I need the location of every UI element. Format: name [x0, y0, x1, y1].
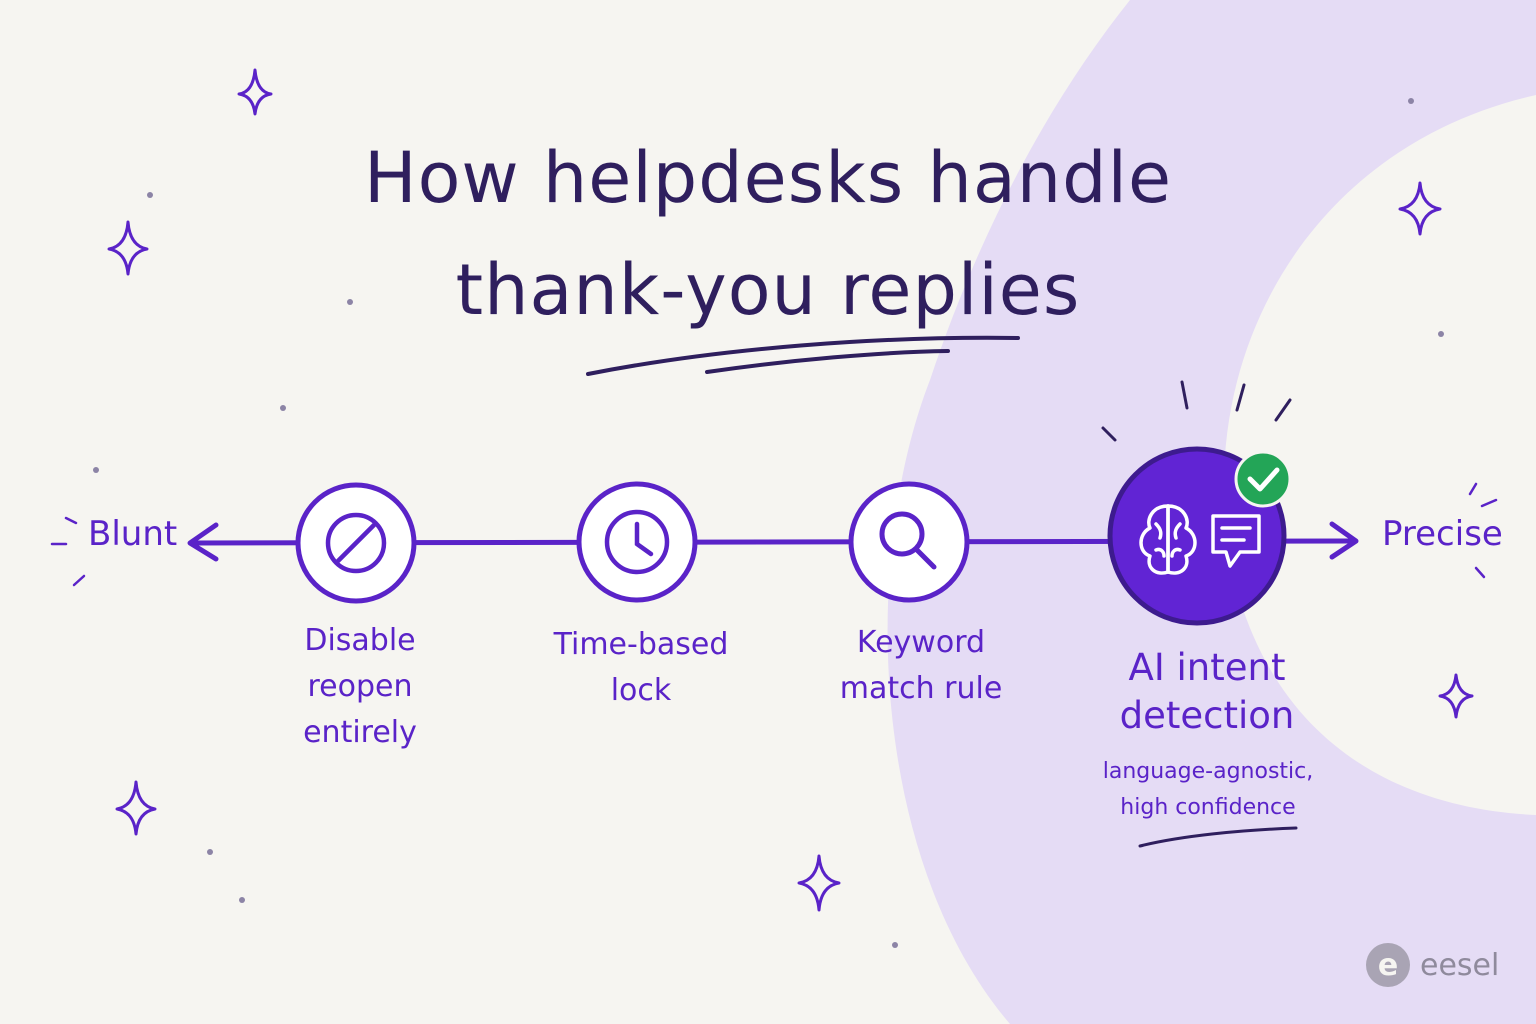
scale-right-label: Precise — [1382, 514, 1503, 554]
chat-bubble-icon — [1211, 514, 1261, 568]
magnifier-icon — [879, 511, 937, 570]
check-badge-icon — [1234, 450, 1292, 508]
brain-icon — [1139, 504, 1197, 575]
stage-label-disable-reopen: Disable reopen entirely — [303, 623, 417, 750]
sparkle-icons — [107, 68, 1474, 912]
sparkle-icon — [797, 854, 841, 912]
decor-dots — [93, 98, 1444, 948]
sparkle-icon — [1438, 673, 1474, 719]
title-line-1: How helpdesks handle — [363, 137, 1173, 219]
sparkle-icon — [107, 220, 149, 276]
emphasis-ticks — [50, 482, 1498, 587]
scale-left-label: Blunt — [88, 514, 178, 554]
stage-keyword-match — [848, 481, 970, 603]
sparkle-icon — [1398, 181, 1442, 236]
brand-name: eesel — [1420, 947, 1500, 983]
clock-icon — [604, 509, 670, 575]
eesel-logo-icon: e — [1366, 943, 1410, 987]
stage-ai-intent — [1101, 380, 1292, 626]
stage-time-based-lock — [576, 481, 698, 603]
brand-mark: e eesel — [1366, 940, 1499, 990]
left-arrowhead — [187, 522, 219, 562]
title-line-2: thank-you replies — [455, 249, 1081, 331]
sparkle-icon — [237, 68, 273, 116]
note-underline — [1138, 826, 1298, 848]
page-title: How helpdesks handle thank-you replies — [0, 122, 1536, 346]
glow-rays — [1101, 380, 1292, 442]
ai-intent-note: language-agnostic, high confidence — [1102, 759, 1314, 820]
title-underline — [586, 335, 1020, 376]
prohibited-icon — [325, 512, 387, 574]
stage-disable-reopen — [295, 482, 417, 604]
sparkle-icon — [115, 780, 157, 836]
right-arrowhead — [1329, 521, 1359, 560]
stage-label-keyword-match: Keyword match rule — [839, 625, 1003, 706]
stage-label-time-based-lock: Time-based lock — [553, 627, 729, 708]
stage-label-ai-intent: AI intent detection — [1119, 646, 1295, 737]
